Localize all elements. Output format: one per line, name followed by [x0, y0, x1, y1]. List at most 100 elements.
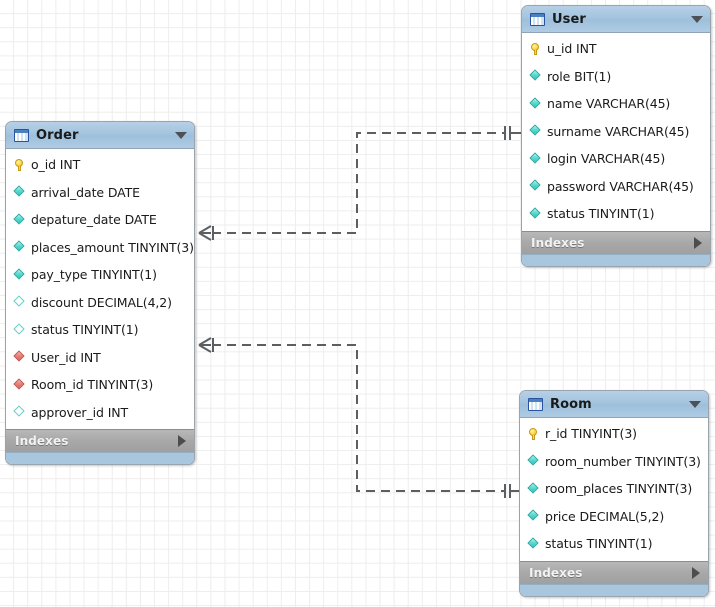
column-label: status TINYINT(1)	[545, 536, 653, 552]
diamond-filled-icon	[530, 180, 542, 192]
diamond-filled-icon	[14, 214, 26, 226]
chevron-right-icon[interactable]	[694, 236, 702, 249]
column-row[interactable]: price DECIMAL(5,2)	[520, 503, 708, 531]
column-row[interactable]: status TINYINT(1)	[520, 530, 708, 558]
diamond-hollow-icon	[14, 296, 26, 308]
column-row[interactable]: u_id INT	[522, 35, 710, 63]
order-user-relationship[interactable]	[198, 126, 521, 241]
column-row[interactable]: arrival_date DATE	[6, 179, 194, 207]
column-label: Room_id TINYINT(3)	[31, 377, 154, 393]
key-icon	[14, 158, 26, 171]
table-title: Room	[550, 396, 592, 412]
table-room[interactable]: Room r_id TINYINT(3) room_number TINYINT(3…	[519, 390, 709, 597]
table-footer-strip	[522, 253, 710, 266]
chevron-down-icon[interactable]	[691, 15, 703, 23]
diamond-filled-icon	[14, 186, 26, 198]
column-row[interactable]: name VARCHAR(45)	[522, 90, 710, 118]
column-label: room_places TINYINT(3)	[545, 481, 693, 497]
diamond-fk-icon	[14, 351, 26, 363]
column-row[interactable]: User_id INT	[6, 344, 194, 372]
chevron-right-icon[interactable]	[178, 435, 186, 447]
column-label: password VARCHAR(45)	[547, 178, 694, 194]
column-row[interactable]: status TINYINT(1)	[522, 200, 710, 228]
diamond-filled-icon	[14, 269, 26, 281]
column-row[interactable]: places_amount TINYINT(3)	[6, 234, 194, 262]
indexes-section-order[interactable]: Indexes	[6, 429, 194, 452]
diamond-hollow-icon	[14, 406, 26, 418]
table-icon	[528, 397, 543, 411]
diamond-filled-icon	[530, 98, 542, 110]
chevron-right-icon[interactable]	[692, 566, 700, 579]
table-icon	[14, 128, 29, 142]
column-label: name VARCHAR(45)	[547, 96, 671, 112]
column-list: o_id INT arrival_date DATE depature_date D…	[6, 149, 194, 429]
table-title: User	[552, 11, 586, 27]
table-icon	[530, 12, 545, 26]
column-row[interactable]: status TINYINT(1)	[6, 316, 194, 344]
diamond-filled-icon	[528, 538, 540, 550]
column-row[interactable]: room_places TINYINT(3)	[520, 475, 708, 503]
column-row[interactable]: discount DECIMAL(4,2)	[6, 289, 194, 317]
table-header-room[interactable]: Room	[520, 391, 708, 418]
column-label: depature_date DATE	[31, 212, 157, 228]
column-label: o_id INT	[31, 157, 81, 173]
column-label: role BIT(1)	[547, 68, 612, 84]
column-row[interactable]: depature_date DATE	[6, 206, 194, 234]
column-label: u_id INT	[547, 41, 597, 57]
table-user[interactable]: User u_id INT role BIT(1) name VARCHAR(45) s…	[521, 5, 711, 267]
column-row[interactable]: Room_id TINYINT(3)	[6, 371, 194, 399]
crowsfoot-many-marker	[198, 337, 212, 353]
relationship-line	[212, 132, 505, 234]
column-row[interactable]: approver_id INT	[6, 399, 194, 427]
diamond-filled-icon	[530, 153, 542, 165]
column-label: room_number TINYINT(3)	[545, 453, 701, 469]
chevron-down-icon[interactable]	[175, 131, 187, 139]
indexes-section-user[interactable]: Indexes	[522, 230, 710, 254]
table-order[interactable]: Order o_id INT arrival_date DATE depature_d…	[5, 121, 195, 465]
relationship-line	[212, 344, 505, 492]
column-row[interactable]: r_id TINYINT(3)	[520, 420, 708, 448]
diamond-filled-icon	[528, 483, 540, 495]
indexes-label: Indexes	[531, 235, 585, 250]
column-list: r_id TINYINT(3) room_number TINYINT(3) roo…	[520, 418, 708, 561]
column-label: login VARCHAR(45)	[547, 151, 666, 167]
column-row[interactable]: surname VARCHAR(45)	[522, 118, 710, 146]
column-label: r_id TINYINT(3)	[545, 426, 637, 442]
diamond-filled-icon	[528, 455, 540, 467]
diamond-filled-icon	[530, 208, 542, 220]
order-room-relationship[interactable]	[198, 337, 521, 498]
key-icon	[528, 427, 540, 440]
column-row[interactable]: role BIT(1)	[522, 63, 710, 91]
diamond-hollow-icon	[14, 324, 26, 336]
indexes-label: Indexes	[529, 565, 583, 580]
diamond-fk-icon	[14, 379, 26, 391]
table-header-order[interactable]: Order	[6, 122, 194, 149]
diamond-filled-icon	[14, 241, 26, 253]
column-list: u_id INT role BIT(1) name VARCHAR(45) surna…	[522, 33, 710, 231]
column-label: arrival_date DATE	[31, 184, 140, 200]
column-label: status TINYINT(1)	[547, 206, 655, 222]
indexes-label: Indexes	[15, 434, 69, 448]
column-row[interactable]: login VARCHAR(45)	[522, 145, 710, 173]
table-header-user[interactable]: User	[522, 6, 710, 33]
column-label: User_id INT	[31, 349, 101, 365]
column-row[interactable]: password VARCHAR(45)	[522, 173, 710, 201]
column-row[interactable]: room_number TINYINT(3)	[520, 448, 708, 476]
table-footer-strip	[520, 583, 708, 596]
column-label: places_amount TINYINT(3)	[31, 239, 194, 255]
column-row[interactable]: o_id INT	[6, 151, 194, 179]
indexes-section-room[interactable]: Indexes	[520, 560, 708, 584]
column-row[interactable]: pay_type TINYINT(1)	[6, 261, 194, 289]
chevron-down-icon[interactable]	[689, 400, 701, 408]
column-label: price DECIMAL(5,2)	[545, 508, 665, 524]
crowsfoot-many-marker	[198, 225, 212, 241]
column-label: approver_id INT	[31, 404, 129, 420]
table-footer-strip	[6, 452, 194, 464]
table-title: Order	[36, 127, 79, 143]
column-label: discount DECIMAL(4,2)	[31, 294, 172, 310]
column-label: surname VARCHAR(45)	[547, 123, 690, 139]
column-label: pay_type TINYINT(1)	[31, 267, 157, 283]
column-label: status TINYINT(1)	[31, 322, 139, 338]
diamond-filled-icon	[528, 510, 540, 522]
